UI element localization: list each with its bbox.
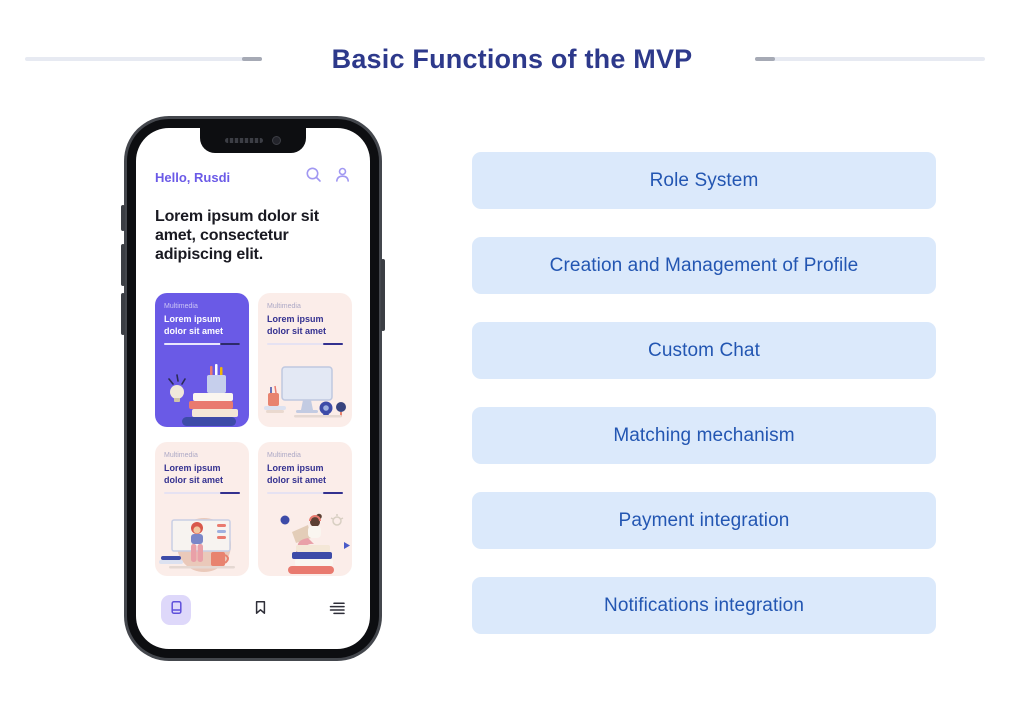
feature-matching-mechanism[interactable]: Matching mechanism: [472, 407, 936, 464]
speaker-grille: [225, 138, 263, 143]
app-headline: Lorem ipsum dolor sit amet, consectetur …: [155, 208, 319, 264]
woman-at-monitor-illustration: [155, 512, 249, 576]
title-left-divider: [25, 57, 262, 61]
phone-screen: Hello, Rusdi L: [136, 128, 370, 649]
phone-mockup: Hello, Rusdi L: [121, 116, 385, 661]
card-grid: Multimedia Lorem ipsum dolor sit amet: [155, 293, 352, 576]
app-ui: Hello, Rusdi L: [136, 128, 370, 649]
card-progress-bar: [267, 343, 343, 346]
phone-volume-up-button: [121, 244, 125, 286]
multimedia-card-4[interactable]: Multimedia Lorem ipsum dolor sit amet: [258, 442, 352, 576]
page-title: Basic Functions of the MVP: [331, 44, 693, 74]
menu-icon: [329, 601, 345, 619]
search-icon[interactable]: [305, 166, 322, 188]
bottom-navigation: [136, 595, 370, 625]
phone-mute-switch: [121, 205, 125, 231]
card-progress-bar: [164, 492, 240, 495]
multimedia-card-3[interactable]: Multimedia Lorem ipsum dolor sit amet: [155, 442, 249, 576]
card-progress-bar: [267, 492, 343, 495]
app-header: Hello, Rusdi: [155, 166, 351, 188]
card-category-label: Multimedia: [267, 303, 301, 310]
profile-icon[interactable]: [334, 166, 351, 188]
front-camera: [272, 136, 281, 145]
menu-tab[interactable]: [329, 601, 345, 620]
phone-volume-down-button: [121, 293, 125, 335]
greeting-text: Hello, Rusdi: [155, 169, 231, 185]
card-title: Lorem ipsum dolor sit amet: [267, 314, 327, 336]
phone-notch: [200, 128, 306, 153]
card-progress-bar: [164, 343, 240, 346]
bookmarks-tab[interactable]: [253, 600, 268, 620]
bookmark-icon: [253, 601, 268, 619]
desktop-computer-illustration: [258, 363, 352, 427]
feature-payment-integration[interactable]: Payment integration: [472, 492, 936, 549]
feature-role-system[interactable]: Role System: [472, 152, 936, 209]
phone-power-button: [381, 259, 385, 331]
card-category-label: Multimedia: [164, 303, 198, 310]
phone-bezel: Hello, Rusdi L: [127, 119, 379, 658]
feature-list: Role System Creation and Management of P…: [472, 152, 936, 662]
card-title: Lorem ipsum dolor sit amet: [164, 314, 224, 336]
lightbulb-books-illustration: [155, 363, 249, 427]
card-category-label: Multimedia: [267, 452, 301, 459]
card-title: Lorem ipsum dolor sit amet: [164, 463, 224, 485]
feature-notifications-integration[interactable]: Notifications integration: [472, 577, 936, 634]
multimedia-card-2[interactable]: Multimedia Lorem ipsum dolor sit amet: [258, 293, 352, 427]
card-title: Lorem ipsum dolor sit amet: [267, 463, 327, 485]
title-right-divider: [755, 57, 985, 61]
card-category-label: Multimedia: [164, 452, 198, 459]
feature-custom-chat[interactable]: Custom Chat: [472, 322, 936, 379]
feature-profile-management[interactable]: Creation and Management of Profile: [472, 237, 936, 294]
multimedia-card-1[interactable]: Multimedia Lorem ipsum dolor sit amet: [155, 293, 249, 427]
title-section: Basic Functions of the MVP: [0, 0, 1024, 90]
library-tab[interactable]: [161, 595, 191, 625]
woman-on-books-illustration: [258, 512, 352, 576]
book-icon: [169, 600, 184, 620]
